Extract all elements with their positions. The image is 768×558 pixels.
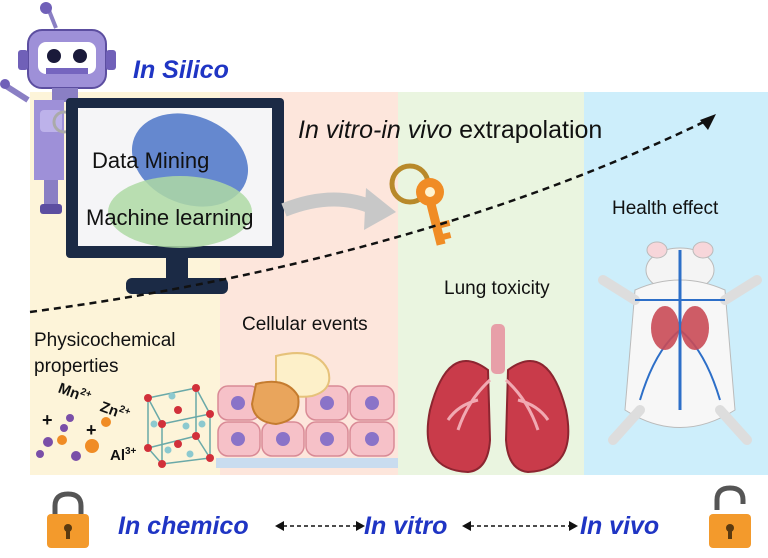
in-vivo-label: In vivo xyxy=(580,512,660,540)
rat-icon xyxy=(598,241,762,445)
unlocked-padlock-icon xyxy=(709,485,751,548)
crystal-lattice-icon xyxy=(144,384,214,468)
data-mining-label: Data Mining xyxy=(92,148,210,173)
plus-sign-2: + xyxy=(86,420,97,440)
plus-sign-1: + xyxy=(42,410,53,430)
double-arrow-2 xyxy=(462,521,578,531)
extrapolation-label: In vitro-in vivo extrapolation xyxy=(298,116,602,145)
robot-icon xyxy=(0,2,116,214)
ion-al: Al3+ xyxy=(110,446,137,464)
lung-toxicity-label: Lung toxicity xyxy=(444,278,550,299)
ions-icon xyxy=(36,414,111,461)
grey-arrow-icon xyxy=(281,188,396,230)
locked-padlock-icon xyxy=(47,491,89,548)
cellular-events-label: Cellular events xyxy=(242,314,368,335)
in-chemico-label: In chemico xyxy=(118,512,249,540)
lung-icon xyxy=(426,324,570,474)
in-vitro-label: In vitro xyxy=(364,512,448,540)
machine-learning-label: Machine learning xyxy=(86,205,254,230)
extrapolation-rest: extrapolation xyxy=(452,116,603,144)
cells-icon xyxy=(216,352,398,468)
double-arrow-1 xyxy=(275,521,365,531)
extrapolation-italic: In vitro-in vivo xyxy=(298,116,453,144)
physicochemical-label-line2: properties xyxy=(34,356,119,377)
health-effect-label: Health effect xyxy=(612,198,719,219)
in-silico-label: In Silico xyxy=(133,56,229,84)
key-icon xyxy=(389,163,452,246)
physicochemical-label-line1: Physicochemical xyxy=(34,330,176,351)
venn-ellipses xyxy=(108,113,252,248)
